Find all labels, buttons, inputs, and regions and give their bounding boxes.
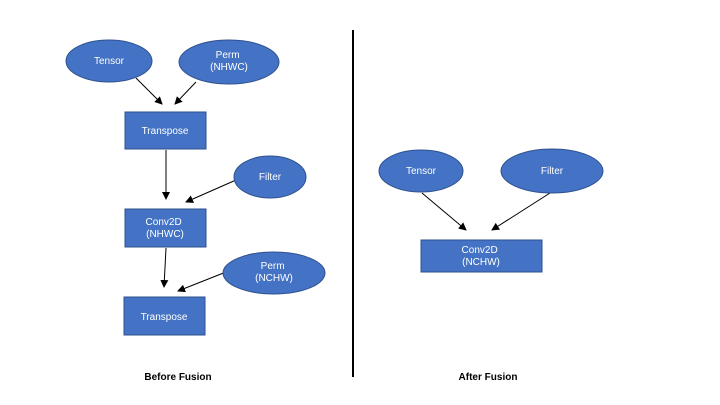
after-filter-label: Filter xyxy=(541,166,564,177)
after-conv2d-label-line2: (NCHW) xyxy=(462,257,500,268)
edge-conv2d-to-transpose xyxy=(160,247,169,288)
before-conv2d-label-line1: Conv2D xyxy=(146,217,182,228)
before-filter-node: Filter xyxy=(233,155,307,199)
edge-perm-nhwc-to-transpose xyxy=(174,81,197,105)
before-fusion-caption: Before Fusion xyxy=(144,372,211,383)
edge-tensor-to-transpose xyxy=(135,77,163,105)
svg-text:Perm (NHWC): Perm (NHWC) xyxy=(210,50,248,73)
svg-text:Conv2D (NHWC): Conv2D (NHWC) xyxy=(146,217,185,240)
before-transpose-1-node: Transpose xyxy=(124,111,207,150)
svg-text:Tensor: Tensor xyxy=(406,166,437,177)
svg-text:Transpose: Transpose xyxy=(142,126,189,137)
edge-after-filter-to-conv2d xyxy=(491,192,551,231)
edge-perm-nchw-to-transpose xyxy=(177,271,227,293)
before-perm-nchw-node: Perm (NCHW) xyxy=(222,251,326,295)
after-conv2d-node: Conv2D (NCHW) xyxy=(420,239,543,273)
before-transpose-2-label: Transpose xyxy=(141,312,188,323)
before-conv2d-node: Conv2D (NHWC) xyxy=(124,208,207,248)
edge-after-tensor-to-conv2d xyxy=(421,192,467,231)
before-perm-nchw-label-line2: (NCHW) xyxy=(255,273,293,284)
before-filter-label: Filter xyxy=(259,172,282,183)
before-perm-nhwc-label-line2: (NHWC) xyxy=(210,62,248,73)
before-perm-nhwc-label-line1: Perm xyxy=(216,50,240,61)
svg-text:Tensor: Tensor xyxy=(94,56,125,67)
before-tensor-node: Tensor xyxy=(65,39,153,83)
after-conv2d-label-line1: Conv2D xyxy=(462,245,498,256)
svg-text:Conv2D (NCHW): Conv2D (NCHW) xyxy=(462,245,501,268)
svg-text:Perm (NCHW): Perm (NCHW) xyxy=(255,261,293,284)
after-tensor-label: Tensor xyxy=(406,166,437,177)
before-perm-nhwc-node: Perm (NHWC) xyxy=(178,39,280,85)
svg-text:Filter: Filter xyxy=(541,166,564,177)
after-fusion-caption: After Fusion xyxy=(459,372,518,383)
svg-text:Filter: Filter xyxy=(259,172,282,183)
edge-filter-to-conv2d xyxy=(185,179,237,203)
before-transpose-1-label: Transpose xyxy=(142,126,189,137)
svg-text:Transpose: Transpose xyxy=(141,312,188,323)
before-transpose-2-node: Transpose xyxy=(123,296,206,336)
after-filter-node: Filter xyxy=(500,148,604,194)
before-conv2d-label-line2: (NHWC) xyxy=(146,229,184,240)
before-perm-nchw-label-line1: Perm xyxy=(261,261,285,272)
after-tensor-node: Tensor xyxy=(378,149,464,193)
before-tensor-label: Tensor xyxy=(94,56,125,67)
